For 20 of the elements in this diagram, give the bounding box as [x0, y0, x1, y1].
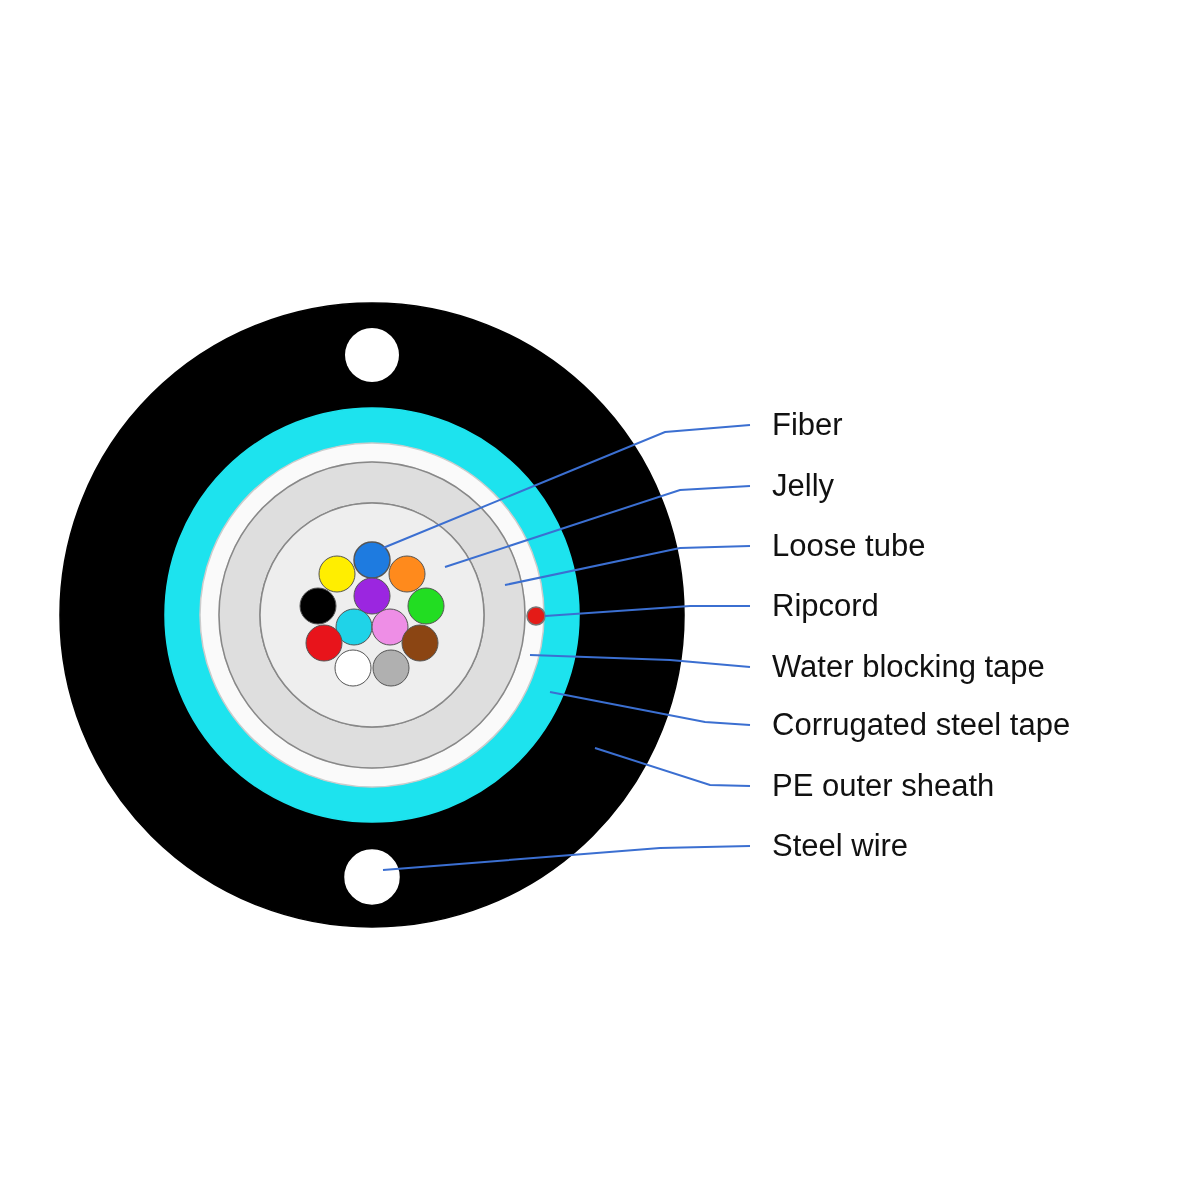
leader-line: [504, 545, 751, 586]
part-label: Ripcord: [772, 588, 879, 624]
part-label: Fiber: [772, 407, 843, 443]
leader-line: [529, 654, 751, 668]
leader-line: [549, 691, 751, 726]
outer-sheath-ring: [59, 302, 685, 928]
leader-line: [382, 424, 751, 549]
part-label: Corrugated steel tape: [772, 707, 1071, 743]
fiber-circle: [353, 541, 391, 579]
steel-wire-circle: [344, 849, 400, 905]
part-label: Jelly: [772, 468, 834, 504]
leader-line: [594, 747, 751, 787]
part-label: Loose tube: [772, 528, 926, 564]
part-label: Steel wire: [772, 828, 909, 864]
part-label: PE outer sheath: [772, 768, 995, 804]
leader-line: [544, 605, 751, 617]
leader-line: [382, 845, 751, 871]
part-label: Water blocking tape: [772, 649, 1045, 685]
ripcord-dot: [526, 606, 546, 626]
leader-line: [444, 485, 751, 568]
